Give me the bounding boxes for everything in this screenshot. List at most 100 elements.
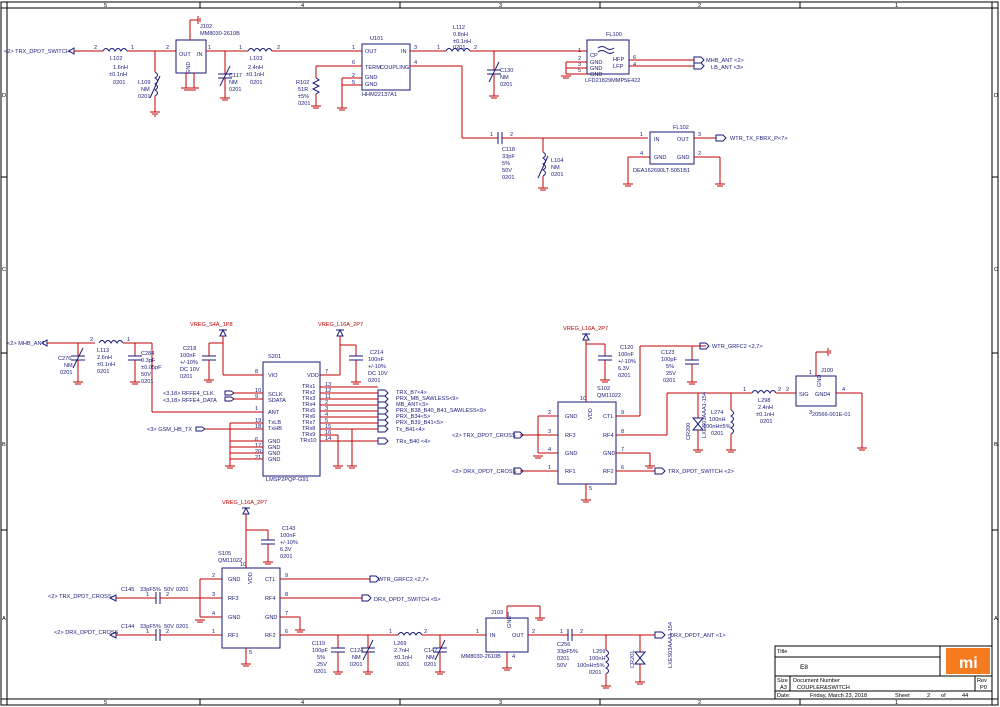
- schematic-label: +/-10%: [618, 359, 636, 365]
- schematic-label: ±0.1nH: [109, 72, 127, 78]
- schematic-label: 8: [621, 429, 624, 435]
- net-port-symbol: [693, 56, 705, 64]
- net-mb-ant: MB_ANT<3>: [396, 402, 428, 408]
- s102-chip: [557, 401, 617, 485]
- schematic-label: U101: [370, 36, 383, 42]
- schematic-label: 7: [285, 611, 288, 617]
- schematic-label: 6.3V: [280, 547, 292, 553]
- schematic-label: 33pF: [502, 154, 515, 160]
- schematic-label: 100nH±5%: [703, 424, 731, 430]
- schematic-label: 100nH: [709, 417, 725, 423]
- schematic-label: TRx6: [302, 414, 315, 420]
- net-trx-dpdt-switch-out: TRX_DPDT_SWITCH <2>: [668, 469, 734, 475]
- schematic-label: CR201: [630, 651, 636, 668]
- schematic-label: 9: [621, 410, 624, 416]
- schematic-label: 100pF: [312, 648, 328, 654]
- schematic-label: GND: [565, 414, 577, 420]
- row-label: D: [994, 93, 998, 99]
- schematic-label: 4: [640, 151, 643, 157]
- col-label: 2: [698, 3, 701, 9]
- col-label: 1: [895, 3, 898, 9]
- schematic-label: C144: [121, 624, 134, 630]
- net-port-symbol: [691, 417, 705, 425]
- schematic-label: LXES03AAA1-154: [702, 392, 708, 438]
- schematic-label: COUPLING: [380, 65, 409, 71]
- j102-connector: [175, 39, 207, 74]
- wire: [362, 639, 374, 661]
- fl100-diplexer: [586, 39, 630, 75]
- schematic-label: GND: [654, 155, 666, 161]
- schematic-label: 2: [424, 629, 427, 635]
- schematic-label: ±5%: [298, 94, 309, 100]
- schematic-label: GND: [507, 616, 513, 628]
- schematic-label: 0201: [663, 378, 675, 384]
- schematic-label: L102: [110, 56, 122, 62]
- schematic-label: 11: [325, 394, 331, 400]
- schematic-label: 33pF5%: [140, 624, 161, 630]
- schematic-label: 0201: [551, 172, 563, 178]
- schematic-label: 5: [325, 418, 328, 424]
- schematic-label: 2: [94, 45, 97, 51]
- net-rffe4-data: <3,18> RFFE4_DATA: [163, 398, 217, 404]
- schematic-label: 1: [208, 45, 211, 51]
- col-label: 3: [499, 700, 502, 706]
- fl102-filter: [649, 131, 695, 165]
- schematic-label: 16: [325, 430, 331, 436]
- l103-inductor: [247, 48, 273, 52]
- schematic-label: MM8030-2610B: [200, 31, 240, 37]
- schematic-label: L104: [551, 158, 563, 164]
- component-body: [774, 645, 993, 700]
- net-port-symbol: [633, 651, 647, 659]
- schematic-label: 2: [474, 45, 477, 51]
- schematic-label: OUT: [365, 49, 377, 55]
- schematic-label: SDATA: [268, 398, 286, 404]
- schematic-label: 0201: [298, 101, 310, 107]
- schematic-label: 100nH±5%: [577, 663, 605, 669]
- schematic-label: L112: [453, 25, 465, 31]
- schematic-label: L113: [97, 348, 109, 354]
- schematic-label: 2: [166, 629, 169, 635]
- net-trx-b40: TRx_B40 <4>: [396, 439, 431, 445]
- schematic-label: 1: [476, 629, 479, 635]
- row-label: B: [994, 442, 998, 448]
- schematic-label: 0201: [711, 431, 723, 437]
- schematic-label: 2: [352, 73, 355, 79]
- net-drx-dpdt-switch: DRX_DPDT_SWITCH <5>: [374, 597, 441, 603]
- schematic-label: CR200: [686, 423, 692, 440]
- schematic-label: TRx1: [302, 384, 315, 390]
- net-mhb-ant-in: <2> MHB_ANT: [7, 341, 46, 347]
- schematic-label: OUT: [512, 633, 524, 639]
- net-lb-ant: LB_ANT <3>: [711, 65, 743, 71]
- schematic-label: C147: [424, 648, 437, 654]
- schematic-label: 0201: [760, 419, 772, 425]
- schematic-label: OUT: [179, 52, 191, 58]
- schematic-label: CTL: [603, 414, 614, 420]
- schematic-label: VDD: [307, 373, 319, 379]
- schematic-label: 12: [325, 388, 331, 394]
- schematic-label: TRx3: [302, 396, 315, 402]
- schematic-label: 100nF: [618, 352, 634, 358]
- row-label: D: [2, 93, 6, 99]
- schematic-label: L259: [593, 649, 605, 655]
- schematic-label: GND: [590, 72, 602, 78]
- schematic-label: 5: [249, 650, 252, 656]
- schematic-label: S201: [268, 354, 281, 360]
- net-vreg-l16a-1: VREG_L16A_2P7: [318, 322, 363, 328]
- net-wtr-tx-fbrx: WTR_TX_FBRX_P<7>: [730, 136, 788, 142]
- schematic-label: C120: [620, 345, 633, 351]
- rev-label: Rev: [977, 678, 987, 684]
- schematic-label: 5%: [666, 364, 674, 370]
- component-symbol: [311, 77, 321, 95]
- col-label: 2: [698, 700, 701, 706]
- schematic-label: L109: [138, 80, 150, 86]
- schematic-label: C214: [370, 350, 383, 356]
- schematic-label: C218: [183, 346, 196, 352]
- schematic-label: 1: [578, 48, 581, 54]
- net-tx-b41: Tx_B41<4>: [396, 427, 425, 433]
- net-port-symbol: [377, 419, 389, 427]
- schematic-label: L269: [394, 641, 406, 647]
- schematic-label: 14: [325, 436, 331, 442]
- schematic-label: TERM: [365, 65, 381, 71]
- schematic-label: C117: [229, 73, 242, 79]
- net-port-symbol: [361, 594, 372, 602]
